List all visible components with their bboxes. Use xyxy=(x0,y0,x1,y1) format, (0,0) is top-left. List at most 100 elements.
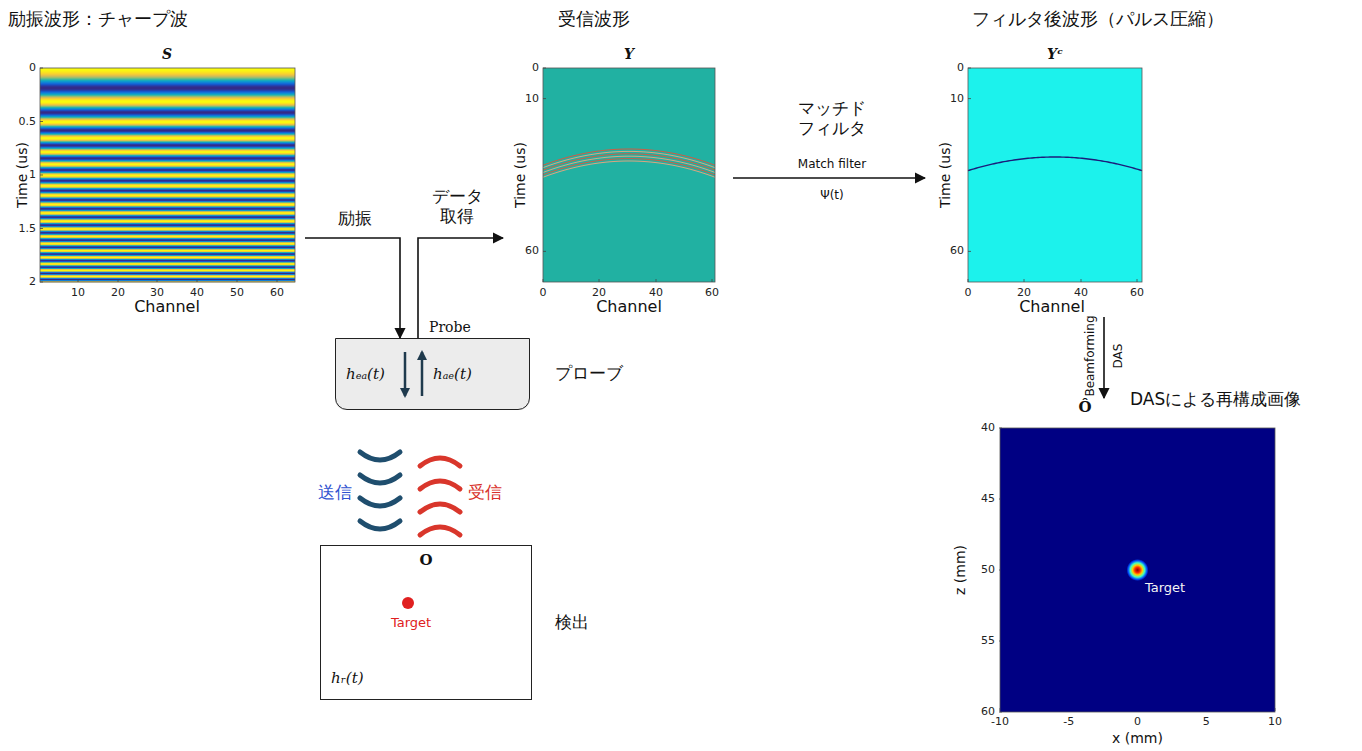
chirp-row xyxy=(40,183,295,184)
chirp-row xyxy=(40,270,295,271)
chirp-row xyxy=(40,182,295,183)
chirp-row xyxy=(40,225,295,226)
tick-mark xyxy=(543,251,546,252)
chirp-row xyxy=(40,79,295,80)
chirp-row xyxy=(40,77,295,78)
chirp-row xyxy=(40,210,295,211)
chirp-row xyxy=(40,258,295,259)
tick-label: 0 xyxy=(957,61,964,74)
chirp-row xyxy=(40,126,295,127)
medium-box: OTargethᵣ(t) xyxy=(320,545,532,700)
flow-arrow xyxy=(733,177,925,179)
chirp-row xyxy=(40,118,295,119)
chirp-row xyxy=(40,131,295,132)
chirp-row xyxy=(40,253,295,254)
chirp-row xyxy=(40,115,295,116)
chirp-row xyxy=(40,256,295,257)
chirp-row xyxy=(40,134,295,135)
chirp-row xyxy=(40,198,295,199)
chirp-row xyxy=(40,192,295,193)
chirp-row xyxy=(40,193,295,194)
chirp-row xyxy=(40,268,295,269)
compressed-heatmap xyxy=(968,68,1142,282)
chirp-row xyxy=(40,235,295,236)
chirp-row xyxy=(40,169,295,170)
chirp-row xyxy=(40,107,295,108)
chirp-row xyxy=(40,220,295,221)
chirp-row xyxy=(40,116,295,117)
chirp-row xyxy=(40,249,295,250)
chirp-heatmap xyxy=(40,68,295,282)
axis-label: z (mm) xyxy=(952,545,969,595)
probe-box: Probehₑₐ(t)hₐₑ(t) xyxy=(335,338,530,410)
chirp-row xyxy=(40,155,295,156)
tick-label: 55 xyxy=(981,634,995,647)
chirp-row xyxy=(40,221,295,222)
chirp-row xyxy=(40,137,295,138)
plot-frame xyxy=(40,68,295,282)
target-blob xyxy=(1127,559,1149,581)
tick-label: 1 xyxy=(29,168,36,181)
chirp-row xyxy=(40,267,295,268)
node-title: 受信波形 xyxy=(558,8,630,30)
plot-frame xyxy=(968,68,1142,282)
chirp-row xyxy=(40,117,295,118)
chirp-row xyxy=(40,164,295,165)
chirp-row xyxy=(40,88,295,89)
chirp-row xyxy=(40,227,295,228)
chirp-row xyxy=(40,230,295,231)
tick-mark xyxy=(656,279,657,282)
chirp-row xyxy=(40,170,295,171)
chirp-row xyxy=(40,205,295,206)
label: DASによる再構成画像 xyxy=(1130,389,1301,409)
chirp-row xyxy=(40,129,295,130)
chirp-row xyxy=(40,224,295,225)
tick-label: 60 xyxy=(705,286,719,299)
tick-mark xyxy=(712,279,713,282)
probe-housing xyxy=(335,338,530,410)
chirp-row xyxy=(40,177,295,178)
plot-frame xyxy=(1000,428,1275,712)
node-text: S xyxy=(162,46,172,63)
tick-label: 0 xyxy=(965,286,972,299)
chirp-row xyxy=(40,259,295,260)
tick-mark xyxy=(40,121,43,122)
chirp-row xyxy=(40,142,295,143)
tick-mark xyxy=(237,279,238,282)
chirp-row xyxy=(40,185,295,186)
chirp-row xyxy=(40,120,295,121)
chirp-row xyxy=(40,233,295,234)
chirp-row xyxy=(40,147,295,148)
tick-label: 40 xyxy=(981,421,995,434)
chirp-row xyxy=(40,176,295,177)
wave-label: 送信 xyxy=(318,482,352,502)
chirp-row xyxy=(40,271,295,272)
chirp-row xyxy=(40,84,295,85)
chirp-row xyxy=(40,145,295,146)
tick-mark xyxy=(1081,279,1082,282)
tick-mark xyxy=(40,282,43,283)
chirp-row xyxy=(40,86,295,87)
chirp-row xyxy=(40,132,295,133)
tick-mark xyxy=(1137,279,1138,282)
tick-mark xyxy=(543,68,546,69)
chirp-row xyxy=(40,242,295,243)
axis-label: Time (us) xyxy=(937,142,954,208)
chirp-row xyxy=(40,264,295,265)
chirp-row xyxy=(40,236,295,237)
chirp-row xyxy=(40,127,295,128)
chirp-row xyxy=(40,144,295,145)
chirp-row xyxy=(40,201,295,202)
chirp-row xyxy=(40,257,295,258)
node-title: Ô xyxy=(1078,398,1091,416)
chirp-row xyxy=(40,108,295,109)
chirp-row xyxy=(40,104,295,105)
chirp-row xyxy=(40,241,295,242)
chirp-row xyxy=(40,111,295,112)
chirp-row xyxy=(40,254,295,255)
tick-label: 5 xyxy=(1203,715,1210,728)
chirp-row xyxy=(40,99,295,100)
node-title: 励振波形：チャープ波 xyxy=(8,8,188,30)
chirp-row xyxy=(40,98,295,99)
